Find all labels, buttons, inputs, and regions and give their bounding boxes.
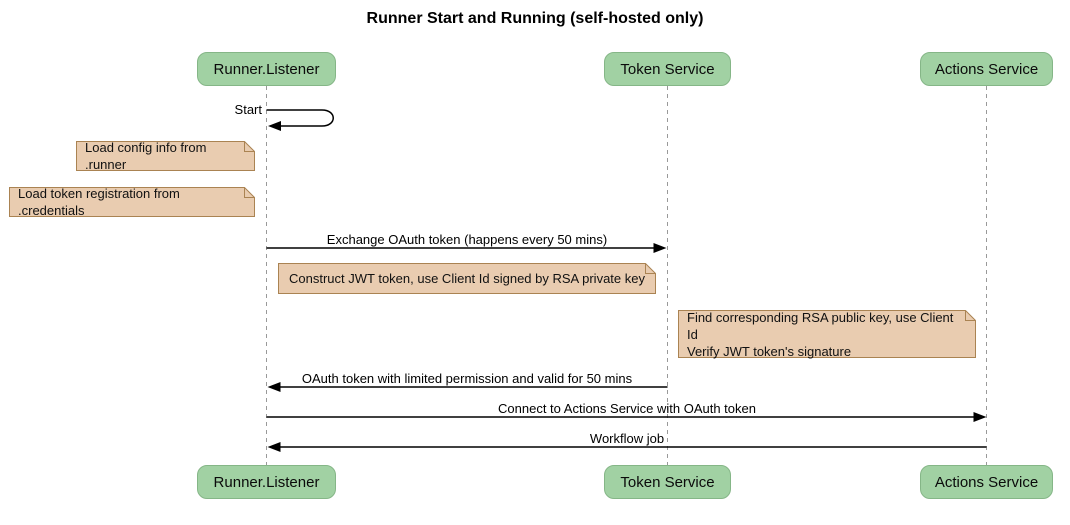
message-exchange-arrowhead xyxy=(653,243,667,253)
note-shape xyxy=(76,141,255,171)
message-oauth-return-label: OAuth token with limited permission and … xyxy=(301,371,633,386)
participant-runner-listener-top: Runner.Listener xyxy=(197,52,336,86)
diagram-title: Runner Start and Running (self-hosted on… xyxy=(366,10,704,27)
message-workflow-label: Workflow job xyxy=(589,431,665,446)
message-start-label: Start xyxy=(234,102,262,117)
note-construct-jwt-text: Construct JWT token, use Client Id signe… xyxy=(289,271,645,286)
note-shape xyxy=(678,310,976,358)
message-oauth-return-arrowhead xyxy=(267,382,281,392)
note-load-config-text: Load config info from .runner xyxy=(85,140,207,172)
note-shape xyxy=(9,187,255,217)
note-shape xyxy=(278,263,656,294)
message-connect-label: Connect to Actions Service with OAuth to… xyxy=(498,401,756,416)
note-find-rsa-line1: Find corresponding RSA public key, use C… xyxy=(687,309,954,342)
message-connect-arrowhead xyxy=(973,412,987,422)
self-message-start-arrowhead xyxy=(268,121,281,131)
note-find-rsa-line2: Verify JWT token's signature xyxy=(687,343,852,359)
participant-token-service-top: Token Service xyxy=(604,52,731,86)
note-load-config: Load config info from .runner xyxy=(76,140,255,172)
self-message-start-line xyxy=(266,109,334,127)
message-exchange-label: Exchange OAuth token (happens every 50 m… xyxy=(326,232,608,247)
participant-runner-listener-bottom: Runner.Listener xyxy=(197,465,336,499)
note-load-token-text: Load token registration from .credential… xyxy=(18,186,180,218)
participant-actions-service-bottom: Actions Service xyxy=(920,465,1053,499)
message-workflow-arrowhead xyxy=(267,442,281,452)
note-find-rsa: Find corresponding RSA public key, use C… xyxy=(678,309,976,359)
participant-actions-service-top: Actions Service xyxy=(920,52,1053,86)
participant-token-service-bottom: Token Service xyxy=(604,465,731,499)
note-load-token: Load token registration from .credential… xyxy=(9,186,255,218)
note-construct-jwt: Construct JWT token, use Client Id signe… xyxy=(278,263,656,294)
